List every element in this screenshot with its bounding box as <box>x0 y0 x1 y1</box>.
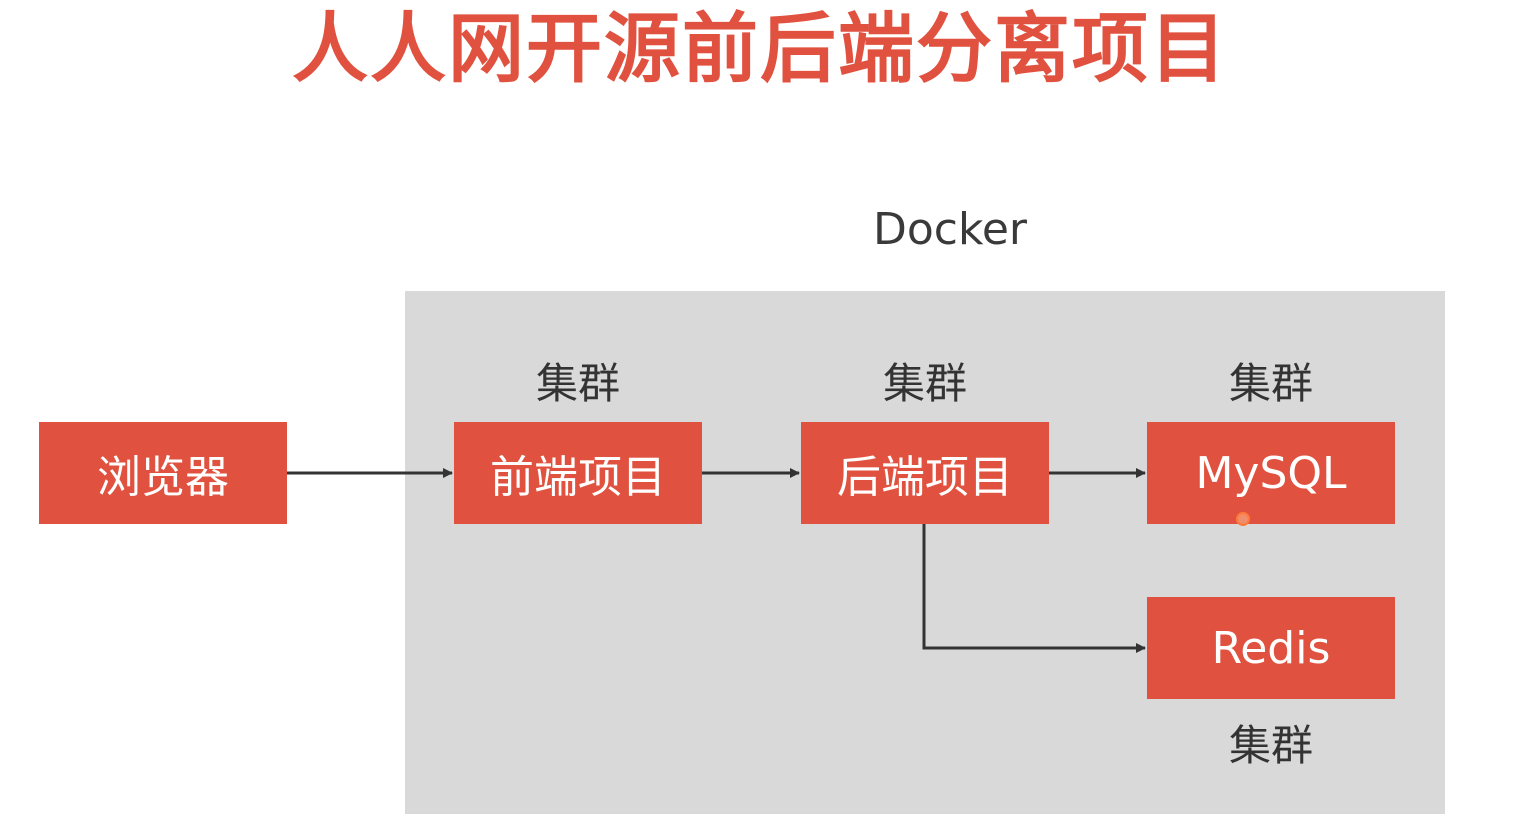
mysql-cluster-label: 集群 <box>1228 359 1313 408</box>
redis-cluster-label: 集群 <box>1228 721 1313 770</box>
redis-node: Redis <box>1147 597 1395 699</box>
page-title: 人人网开源前后端分离项目 <box>292 4 1228 93</box>
docker-label: Docker <box>872 204 1028 255</box>
frontend-node: 前端项目 <box>454 422 702 524</box>
browser-node: 浏览器 <box>39 422 287 524</box>
backend-cluster-label: 集群 <box>882 359 967 408</box>
backend-node: 后端项目 <box>801 422 1049 524</box>
mysql-node: MySQL <box>1147 422 1395 524</box>
cursor-indicator <box>1236 512 1250 526</box>
frontend-cluster-label: 集群 <box>535 359 620 408</box>
